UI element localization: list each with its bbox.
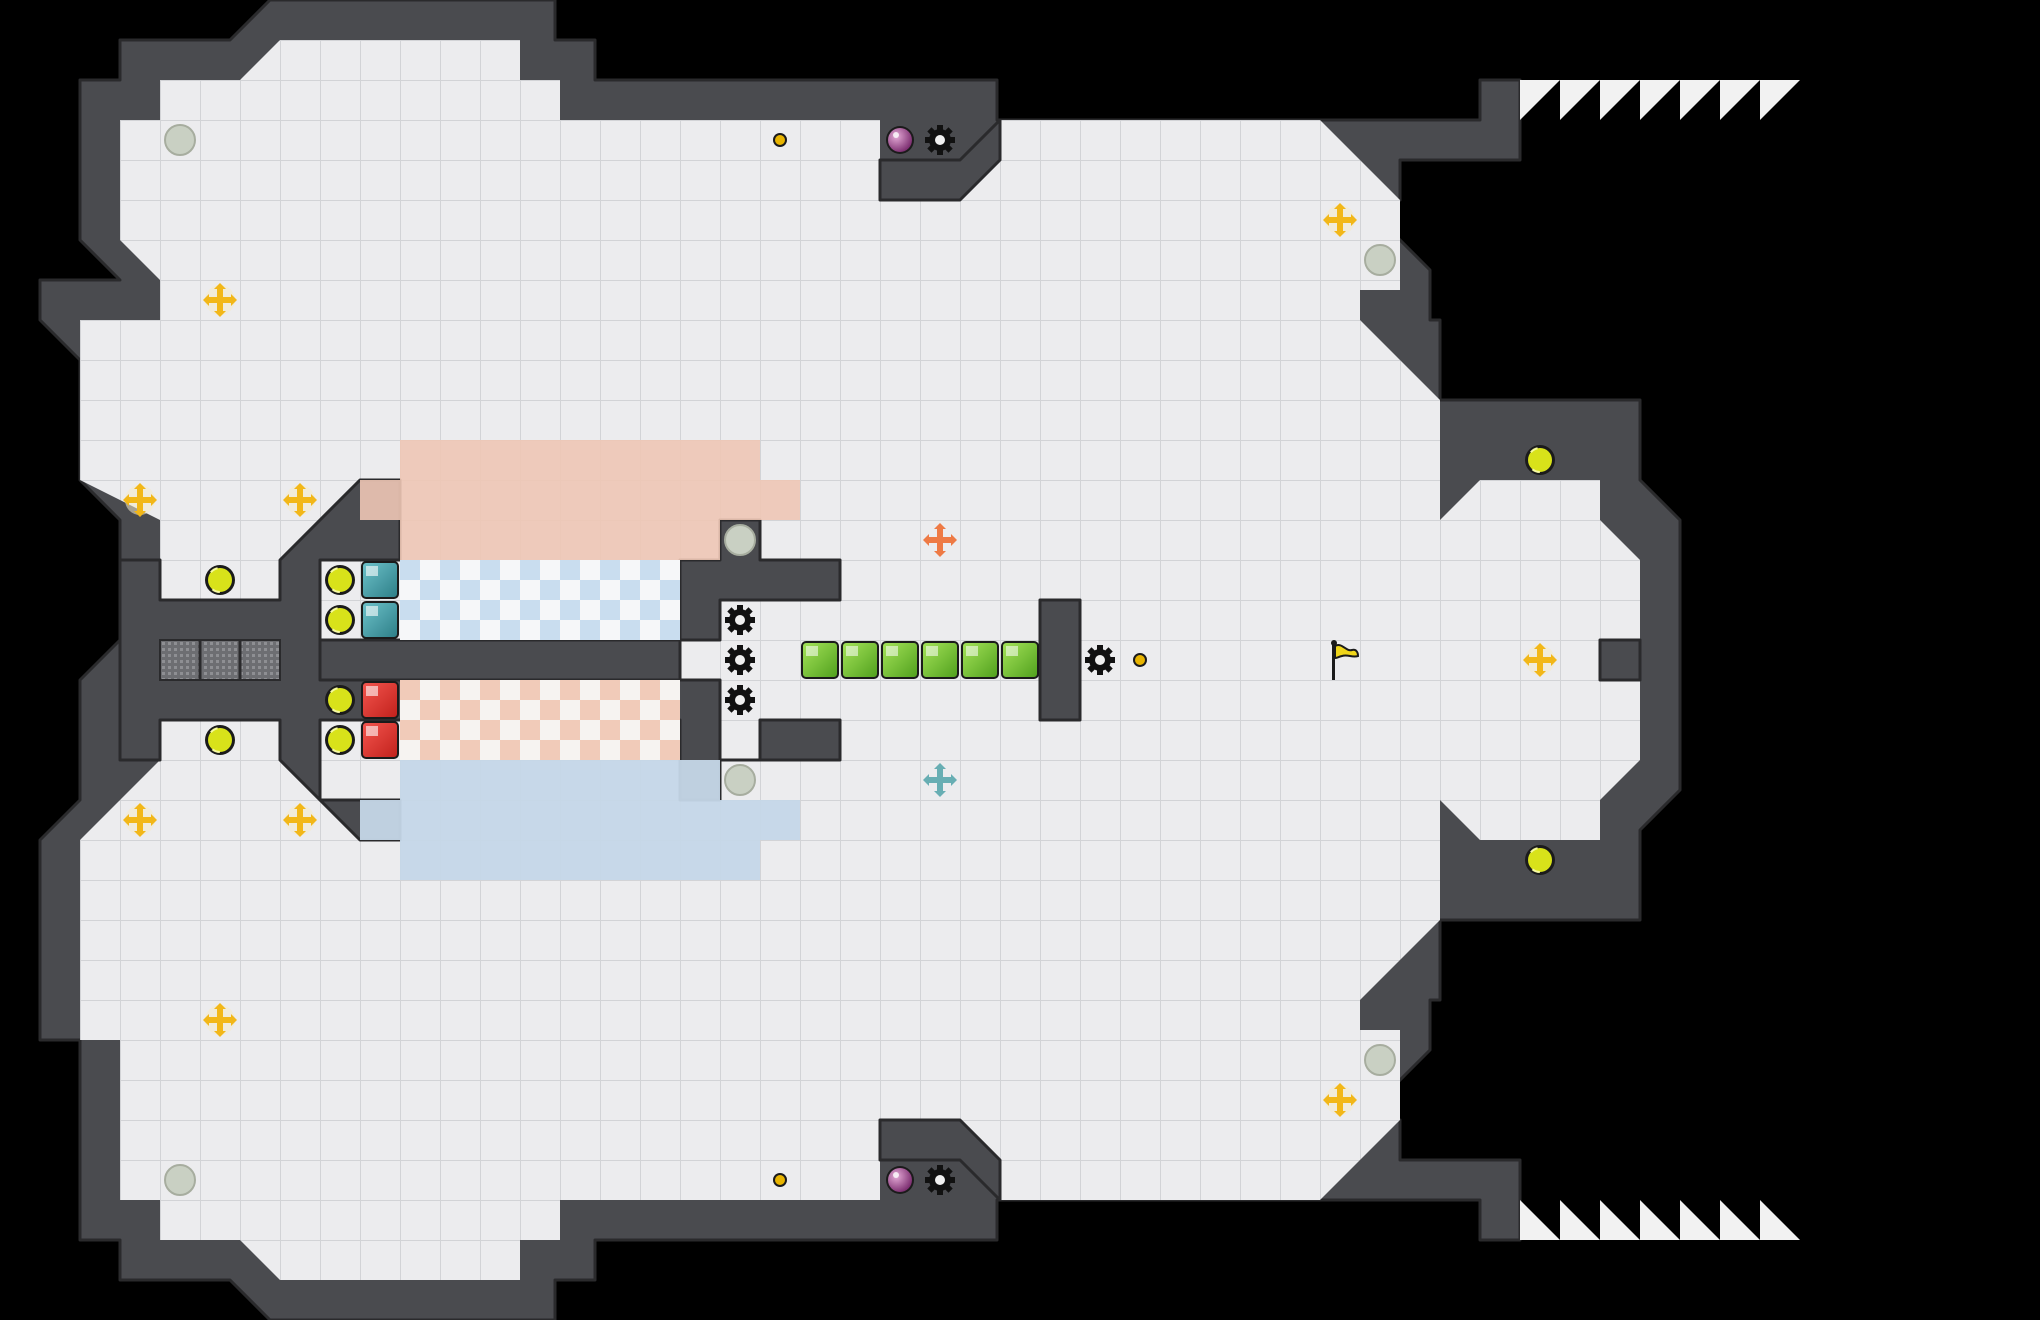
checker-zones [400,560,680,760]
green-block[interactable] [961,641,999,679]
flag-icon[interactable] [1331,640,1360,680]
green-block[interactable] [841,641,879,679]
potion-icon[interactable] [886,126,914,154]
inner-walls [118,118,1642,1202]
red-block[interactable] [361,721,399,759]
inactive-dot-icon [724,764,756,796]
green-block[interactable] [801,641,839,679]
orange-checker-zone [400,680,680,760]
gear-icon [725,605,755,635]
orange-zone [360,440,800,560]
green-block[interactable] [1001,641,1039,679]
blue-zone [360,760,800,880]
inactive-dot-icon [164,1164,196,1196]
inactive-dot-icon [1364,1044,1396,1076]
inactive-dot-icon [724,524,756,556]
potion-icon[interactable] [886,1166,914,1194]
teal-blocks [361,561,399,639]
gear-icon [1085,645,1115,675]
blue-checker-zone [400,560,680,640]
teal-block[interactable] [361,601,399,639]
red-blocks [361,681,399,759]
gear-icon [725,645,755,675]
teal-move-icon[interactable] [923,763,957,797]
green-blocks [801,641,1039,679]
inactive-dot-icon [164,124,196,156]
green-block[interactable] [921,641,959,679]
spikes [1520,80,1800,1240]
orange-move-icon[interactable] [923,523,957,557]
red-block[interactable] [361,681,399,719]
coin-icon[interactable] [1133,653,1147,667]
inactive-dot-icon [1364,244,1396,276]
teal-block[interactable] [361,561,399,599]
coin-icon[interactable] [773,133,787,147]
gear-icon [925,125,955,155]
floor-grate [159,639,281,681]
coin-icon[interactable] [773,1173,787,1187]
green-block[interactable] [881,641,919,679]
gear-icon [925,1165,955,1195]
gear-icon [725,685,755,715]
